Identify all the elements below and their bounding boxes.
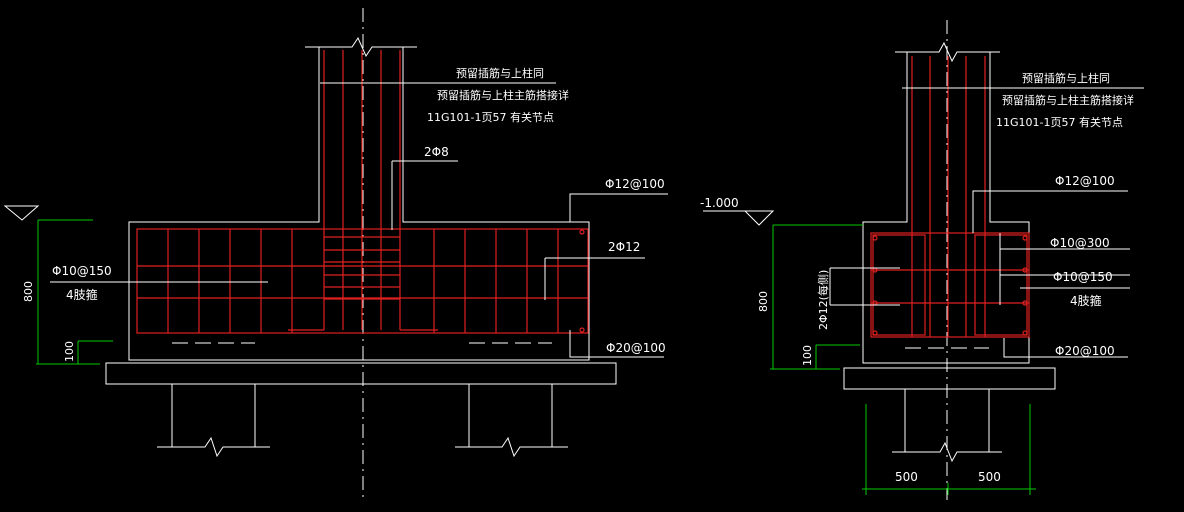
right-dimensions bbox=[703, 210, 1036, 495]
left-label-4legs: 4肢箍 bbox=[66, 287, 98, 302]
left-leaders bbox=[50, 82, 668, 358]
left-rebar-cage bbox=[136, 50, 589, 334]
left-note-line3: 11G101-1页57 有关节点 bbox=[427, 110, 554, 124]
right-top-break-symbol bbox=[895, 41, 1000, 63]
right-note-line3: 11G101-1页57 有关节点 bbox=[996, 115, 1123, 129]
left-top-break-symbol bbox=[305, 36, 417, 58]
left-beam-outline bbox=[128, 47, 590, 361]
left-cushion bbox=[105, 362, 617, 385]
right-rebar-cage bbox=[870, 56, 1030, 338]
right-dim-100: 100 bbox=[801, 345, 814, 366]
left-pile-1 bbox=[157, 384, 270, 458]
right-rebar-outer bbox=[870, 232, 1030, 338]
right-note-line1: 预留插筋与上柱同 bbox=[1022, 71, 1110, 85]
left-note-line1: 预留插筋与上柱同 bbox=[456, 66, 544, 80]
right-dim-800: 800 bbox=[757, 291, 770, 312]
left-label-phi20-100: Φ20@100 bbox=[606, 341, 666, 355]
right-elevation: -1.000 bbox=[700, 196, 739, 210]
left-note-line2: 预留插筋与上柱主筋搭接详 bbox=[437, 88, 569, 102]
left-label-phi10-150: Φ10@150 bbox=[52, 264, 112, 278]
right-dim-500b: 500 bbox=[978, 470, 1001, 484]
right-pier-outline bbox=[862, 52, 1030, 364]
right-label-2phi12-side: 2Φ12(每侧) bbox=[816, 270, 830, 330]
left-pile-2 bbox=[455, 384, 568, 458]
right-label-phi10-300: Φ10@300 bbox=[1050, 236, 1110, 250]
right-label-phi20-100: Φ20@100 bbox=[1055, 344, 1115, 358]
right-leaders bbox=[829, 87, 1144, 358]
right-label-phi12-100: Φ12@100 bbox=[1055, 174, 1115, 188]
left-label-phi12-100: Φ12@100 bbox=[605, 177, 665, 191]
left-dim-800: 800 bbox=[22, 281, 35, 302]
right-dim-500a: 500 bbox=[895, 470, 918, 484]
right-pile bbox=[892, 389, 1002, 463]
left-label-2phi8: 2Φ8 bbox=[424, 145, 449, 159]
right-label-phi10-150: Φ10@150 bbox=[1053, 270, 1113, 284]
left-elevation-marker bbox=[3, 205, 40, 221]
left-label-2phi12: 2Φ12 bbox=[608, 240, 640, 254]
left-dimensions bbox=[3, 205, 113, 365]
left-dim-100: 100 bbox=[63, 341, 76, 362]
right-cushion bbox=[843, 367, 1056, 390]
right-elevation-marker bbox=[743, 210, 775, 226]
right-label-4legs: 4肢箍 bbox=[1070, 293, 1102, 308]
right-note-line2: 预留插筋与上柱主筋搭接详 bbox=[1002, 93, 1134, 107]
left-section: 预留插筋与上柱同 预留插筋与上柱主筋搭接详 11G101-1页57 有关节点 2… bbox=[3, 8, 668, 500]
right-section: -1.000 预留插筋与上柱同 预留插筋与上柱主筋搭接详 11G101-1页57… bbox=[700, 20, 1144, 500]
